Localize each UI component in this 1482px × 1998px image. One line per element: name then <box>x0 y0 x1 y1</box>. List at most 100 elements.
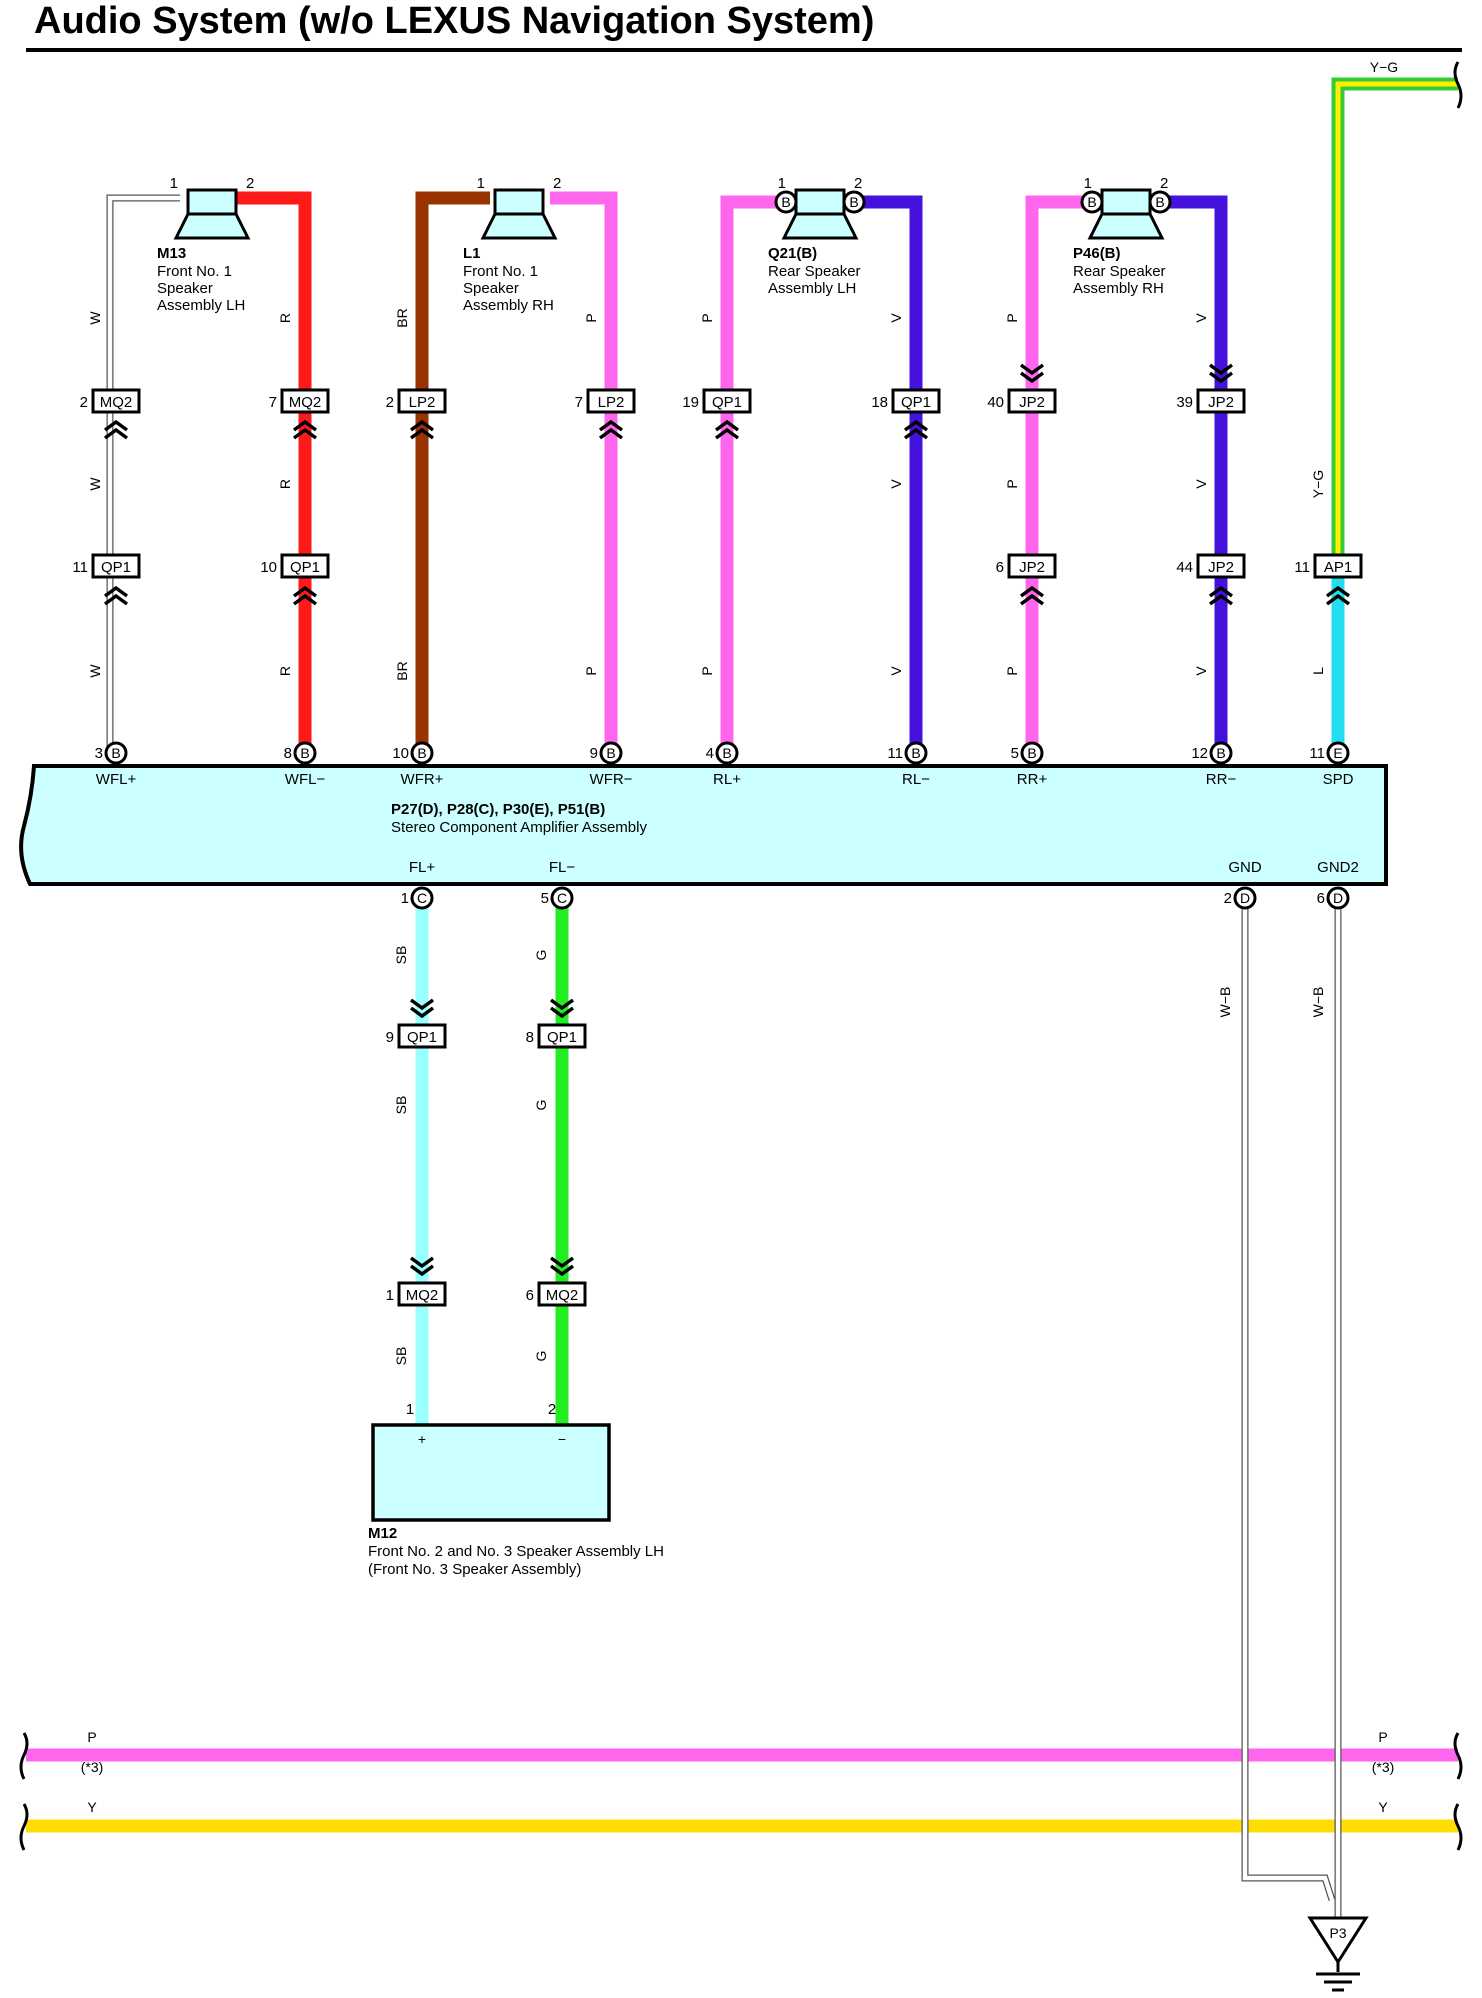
amplifier-terminal-label: WFL+ <box>96 771 137 788</box>
speaker-magnet <box>1100 188 1152 216</box>
connector-box <box>91 553 141 579</box>
chevron <box>1019 585 1045 598</box>
chevron <box>103 419 129 432</box>
wire-color-label-yg: Y−G <box>1370 59 1398 75</box>
connector-qp1-e-chevron <box>409 998 435 1019</box>
terminal-pin: 3 <box>95 745 103 762</box>
connector-box <box>91 388 141 414</box>
chevron <box>292 593 318 606</box>
speaker-pin-2: 2 <box>1160 175 1168 192</box>
connector-code: QP1 <box>547 1029 577 1046</box>
connector-code: QP1 <box>290 559 320 576</box>
connector-code: QP1 <box>101 559 131 576</box>
terminal-pin: 9 <box>590 745 598 762</box>
terminal-circle <box>550 886 574 910</box>
wire-wb-1 <box>1242 898 1335 1901</box>
amplifier-terminal-label: RR− <box>1206 771 1237 788</box>
terminal-conn: B <box>722 745 731 761</box>
terminal-pin: 6 <box>1317 890 1325 907</box>
speaker-terminal <box>842 190 866 214</box>
chevron <box>549 1006 575 1019</box>
terminal-circle <box>1020 741 1044 765</box>
amplifier-terminal-top: B5 <box>1011 741 1044 765</box>
terminal-pin: 5 <box>541 890 549 907</box>
m12-minus: − <box>558 1431 566 1447</box>
speaker-terminal <box>1080 190 1104 214</box>
speaker-pin-1: 1 <box>778 175 786 192</box>
connector-pin: 40 <box>987 394 1004 411</box>
terminal-circle <box>715 741 739 765</box>
amplifier-terminal-label: WFR− <box>590 771 633 788</box>
connector-pin: 11 <box>1294 559 1310 576</box>
connector-box <box>280 553 330 579</box>
connector-box <box>537 1281 587 1307</box>
wire-color-label-p-right: P <box>1378 1729 1387 1745</box>
speaker-pin-1: 1 <box>1084 175 1092 192</box>
wire-color-label: P <box>1004 313 1020 322</box>
amplifier-terminal-label: RR+ <box>1017 771 1048 788</box>
connector-code: QP1 <box>712 394 742 411</box>
wire-color-label: G <box>533 1351 549 1362</box>
connector-box <box>397 1281 447 1307</box>
amplifier-terminal-label: RL+ <box>713 771 741 788</box>
terminal-circle <box>1326 741 1350 765</box>
speaker-desc: Assembly LH <box>157 297 245 314</box>
connector-box <box>702 388 752 414</box>
wire-color-label: V <box>1193 479 1209 489</box>
chevron <box>549 1256 575 1269</box>
m12-desc-1: Front No. 2 and No. 3 Speaker Assembly L… <box>368 1543 664 1560</box>
ground-triangle <box>1307 1916 1369 1965</box>
connector-code: LP2 <box>598 394 625 411</box>
speaker-pin-1: 1 <box>477 175 485 192</box>
bus-end-left-p <box>19 1732 29 1780</box>
terminal-pin: 8 <box>284 745 292 762</box>
connector-pin: 19 <box>682 394 699 411</box>
speaker-pin-1: 1 <box>170 175 178 192</box>
wire-color-label: P <box>1004 479 1020 488</box>
amplifier-terminal-bottom: D2 <box>1224 886 1257 910</box>
wire-color-label: P <box>583 666 599 675</box>
connector-pin: 9 <box>386 1029 394 1046</box>
wire-color-label: V <box>1193 666 1209 676</box>
wire-v-rr <box>1160 195 1228 753</box>
wire-color-label: V <box>1193 313 1209 323</box>
yg-end <box>1453 61 1463 109</box>
chevron <box>1208 585 1234 598</box>
terminal-conn: D <box>1240 890 1250 906</box>
chevron <box>903 427 929 440</box>
page-title: Audio System (w/o LEXUS Navigation Syste… <box>34 0 875 42</box>
chevron <box>292 419 318 432</box>
connector-mq2-c-chevron <box>409 1256 435 1277</box>
wire-color-label-y-left: Y <box>87 1799 97 1815</box>
chevron <box>714 419 740 432</box>
speaker-desc: Assembly RH <box>1073 280 1164 297</box>
terminal-conn: C <box>557 890 567 906</box>
amplifier-terminal-label: RL− <box>902 771 930 788</box>
connector-pin: 1 <box>386 1287 394 1304</box>
wire-p-rl <box>720 195 785 753</box>
amplifier-terminal-bottom: C5 <box>541 886 574 910</box>
terminal-conn: B <box>417 745 426 761</box>
connector-qp1-f-chevron <box>549 998 575 1019</box>
chevron <box>409 427 435 440</box>
wire-p-front <box>550 191 618 753</box>
speaker-desc: Front No. 1 <box>157 263 232 280</box>
connector-lp2-a-chevron <box>409 419 435 440</box>
terminal-pin: 1 <box>401 890 409 907</box>
chevron <box>1019 593 1045 606</box>
connector-qp1-a: QP1 19 <box>682 388 752 414</box>
connector-code: AP1 <box>1324 559 1352 576</box>
amplifier-panel <box>19 764 1388 886</box>
terminal-pin: 4 <box>706 745 714 762</box>
wire-color-label: Y−G <box>1310 470 1326 498</box>
wire-color-label: G <box>533 1100 549 1111</box>
terminal-pin: 12 <box>1191 745 1208 762</box>
m12-box <box>371 1423 611 1522</box>
connector-jp2-d-chevron <box>1208 585 1234 606</box>
terminal-conn: B <box>606 745 615 761</box>
